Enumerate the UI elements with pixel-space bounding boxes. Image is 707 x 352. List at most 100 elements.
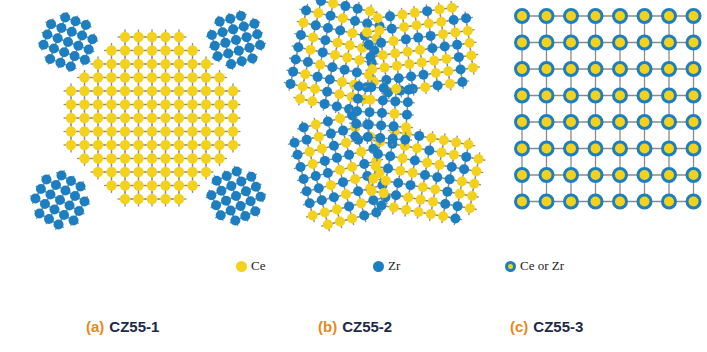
atom bbox=[210, 41, 220, 51]
atom bbox=[344, 150, 354, 160]
atom bbox=[249, 19, 259, 29]
atom bbox=[71, 16, 81, 26]
atom bbox=[299, 123, 309, 133]
atom bbox=[120, 180, 130, 190]
atom bbox=[201, 153, 211, 163]
atom bbox=[201, 126, 211, 136]
atom bbox=[160, 113, 170, 123]
atom bbox=[226, 181, 236, 191]
atom bbox=[230, 216, 240, 226]
atom bbox=[50, 205, 60, 215]
atom bbox=[443, 66, 453, 76]
atom bbox=[70, 51, 80, 61]
atom bbox=[66, 140, 76, 150]
atom bbox=[76, 181, 86, 191]
atom bbox=[387, 24, 397, 34]
atom bbox=[228, 24, 238, 34]
atom bbox=[174, 194, 184, 204]
atom bbox=[174, 180, 184, 190]
atom bbox=[228, 86, 238, 96]
atom bbox=[211, 200, 221, 210]
atom bbox=[55, 195, 65, 205]
atom bbox=[106, 113, 116, 123]
atom bbox=[345, 40, 355, 50]
atom bbox=[133, 153, 143, 163]
atom bbox=[228, 140, 238, 150]
atom bbox=[77, 30, 87, 40]
atom bbox=[299, 18, 309, 28]
atom bbox=[255, 40, 265, 50]
atom bbox=[133, 180, 143, 190]
atom bbox=[392, 61, 402, 71]
atom bbox=[347, 28, 357, 38]
atom bbox=[221, 196, 231, 206]
atom bbox=[326, 129, 336, 139]
atom bbox=[440, 42, 450, 52]
atom bbox=[404, 59, 414, 69]
atom bbox=[120, 45, 130, 55]
atom bbox=[317, 195, 327, 205]
atom bbox=[399, 22, 409, 32]
atom bbox=[378, 50, 388, 60]
atom bbox=[311, 171, 321, 181]
atom bbox=[93, 167, 103, 177]
atom bbox=[315, 60, 325, 70]
atom bbox=[231, 191, 241, 201]
atom bbox=[401, 34, 411, 44]
atom bbox=[174, 86, 184, 96]
atom bbox=[427, 43, 437, 53]
atom bbox=[187, 126, 197, 136]
atom bbox=[342, 53, 352, 63]
atom bbox=[338, 177, 348, 187]
atom bbox=[133, 72, 143, 82]
atom bbox=[465, 38, 475, 48]
atom bbox=[397, 10, 407, 20]
atom bbox=[228, 126, 238, 136]
atom bbox=[147, 45, 157, 55]
atom bbox=[231, 35, 241, 45]
atom bbox=[133, 45, 143, 55]
atom bbox=[133, 99, 143, 109]
atom bbox=[70, 191, 80, 201]
atom bbox=[201, 99, 211, 109]
atom bbox=[311, 120, 321, 130]
atom bbox=[61, 185, 71, 195]
atom bbox=[120, 153, 130, 163]
atom bbox=[240, 211, 250, 221]
atom bbox=[318, 47, 328, 57]
atom bbox=[290, 138, 300, 148]
atom bbox=[120, 99, 130, 109]
atom bbox=[334, 89, 344, 99]
atom bbox=[332, 153, 342, 163]
atom bbox=[456, 65, 466, 75]
atom bbox=[305, 198, 315, 208]
atom bbox=[214, 140, 224, 150]
atom bbox=[160, 194, 170, 204]
atom bbox=[106, 59, 116, 69]
atom bbox=[373, 13, 383, 23]
atom bbox=[65, 201, 75, 211]
atom bbox=[326, 180, 336, 190]
atom bbox=[174, 167, 184, 177]
atom bbox=[147, 86, 157, 96]
atom bbox=[79, 140, 89, 150]
atom bbox=[305, 147, 315, 157]
atom bbox=[39, 40, 49, 50]
atom bbox=[201, 140, 211, 150]
atom bbox=[201, 72, 211, 82]
atom bbox=[66, 176, 76, 186]
atom bbox=[201, 167, 211, 177]
atom bbox=[424, 19, 434, 29]
atom bbox=[93, 113, 103, 123]
atom bbox=[60, 13, 70, 23]
atom bbox=[147, 140, 157, 150]
atom bbox=[298, 81, 308, 91]
atom bbox=[302, 186, 312, 196]
atom bbox=[308, 33, 318, 43]
atom bbox=[461, 13, 471, 23]
atom bbox=[314, 183, 324, 193]
atom bbox=[250, 206, 260, 216]
atom bbox=[352, 67, 362, 77]
atom bbox=[335, 165, 345, 175]
atom bbox=[106, 86, 116, 96]
